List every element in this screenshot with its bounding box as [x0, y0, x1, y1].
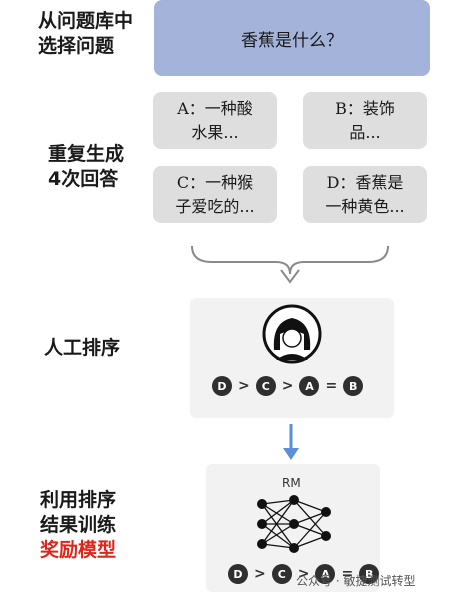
question-text: 香蕉是什么？: [241, 30, 343, 51]
watermark-text: 公众号 · 敏捷测试转型: [296, 574, 416, 588]
rm-rank-b: B: [359, 564, 380, 584]
rank-op-2: >: [281, 378, 294, 394]
person-avatar-icon: [262, 304, 322, 364]
rank-b: B: [343, 376, 364, 396]
neural-network-icon: [257, 495, 331, 553]
rm-rank-op-3: =: [341, 566, 354, 582]
human-ranking-order: D > C > A = B: [212, 376, 364, 396]
rm-ranking-order: D > C > A = B: [228, 564, 380, 584]
rank-d: D: [212, 376, 232, 396]
answer-b: B：装饰 品...: [303, 92, 427, 149]
rank-c: C: [255, 376, 276, 396]
step-select-question: 从问题库中 选择问题: [38, 10, 134, 57]
rm-rank-op-2: >: [297, 566, 310, 582]
down-arrow-icon: [283, 424, 299, 460]
rank-op-1: >: [238, 378, 250, 394]
answer-d: D：香蕉是 一种黄色...: [303, 166, 427, 223]
answer-a: A：一种酸 水果...: [153, 92, 277, 149]
step-train-reward-model: 利用排序 结果训练: [40, 489, 117, 536]
rm-label: RM: [282, 476, 301, 490]
reward-model-highlight: 奖励模型: [40, 539, 117, 561]
reward-model-card: RM D > C > A = B: [206, 464, 380, 592]
rank-a: A: [299, 376, 320, 396]
step-generate-answers: 重复生成 4次回答: [48, 143, 125, 190]
bracket-arrow-icon: [191, 245, 389, 284]
rm-rank-c: C: [271, 564, 292, 584]
step-human-ranking: 人工排序: [44, 337, 121, 359]
answer-c: C：一种猴 子爱吃的...: [153, 166, 277, 223]
question-box: 香蕉是什么？: [154, 0, 430, 76]
rm-rank-a: A: [315, 564, 336, 584]
human-ranking-card: D > C > A = B: [190, 298, 394, 418]
rm-rank-d: D: [228, 564, 248, 584]
rm-rank-op-1: >: [254, 566, 266, 582]
rank-op-3: =: [325, 378, 338, 394]
